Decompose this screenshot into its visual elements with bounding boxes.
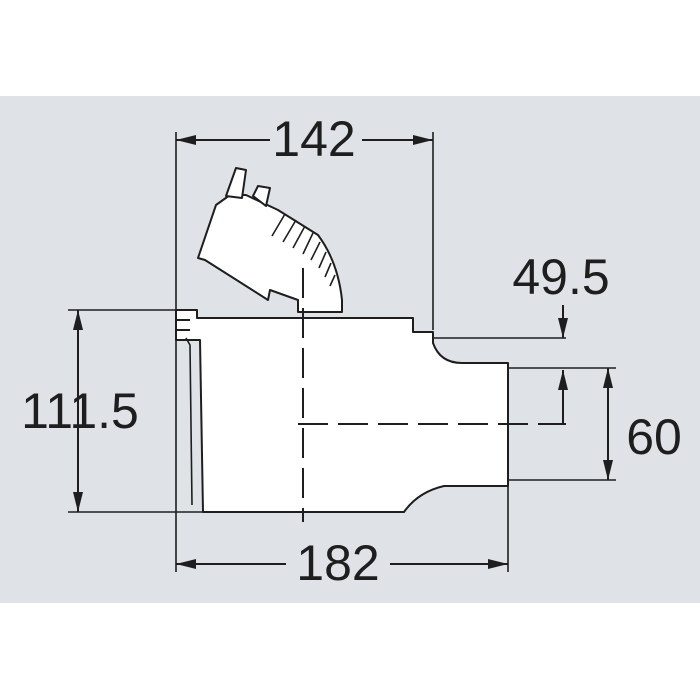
- dim-label-142: 142: [272, 111, 355, 167]
- inlet-cap-ring: [252, 185, 271, 207]
- dim-label-182: 182: [296, 535, 379, 591]
- center-lines: [298, 268, 566, 522]
- inner-wall: [185, 337, 193, 506]
- trap-rim: [176, 319, 190, 331]
- dim-label-111-5: 111.5: [21, 383, 139, 439]
- dimension-lines: [73, 135, 613, 569]
- inlet-cap: [225, 167, 247, 199]
- trap-body: [175, 309, 509, 513]
- dim-label-49-5: 49.5: [512, 249, 609, 305]
- inlet-hose: [197, 194, 343, 313]
- extension-lines: [68, 132, 616, 572]
- trap-fitting: [175, 167, 509, 513]
- dim-label-60: 60: [626, 409, 682, 465]
- hose-ribs: [271, 213, 336, 287]
